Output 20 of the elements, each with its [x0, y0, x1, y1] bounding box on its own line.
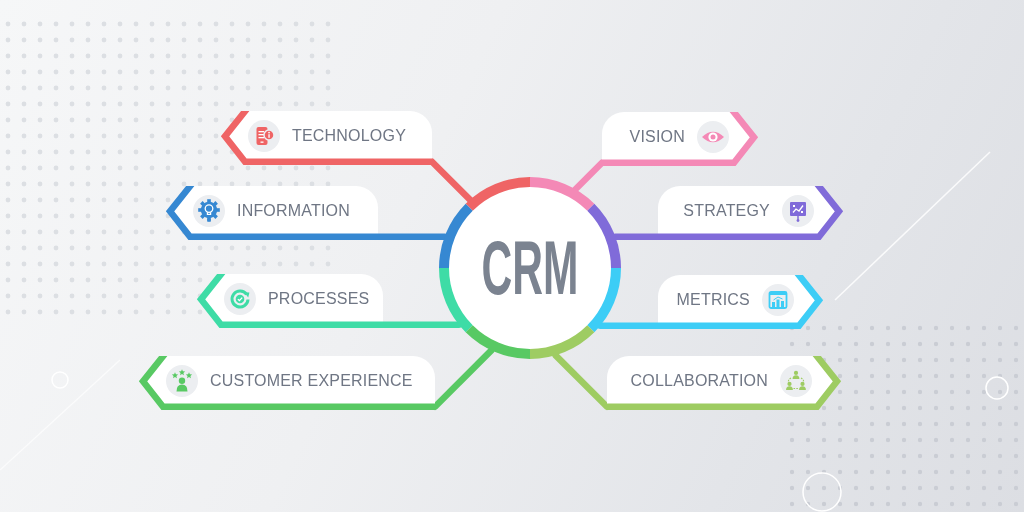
category-label: INFORMATION: [237, 202, 350, 221]
label-tab: [219, 111, 432, 165]
category-label: STRATEGY: [683, 202, 770, 221]
hub-title: CRM: [481, 230, 579, 306]
label-tab: [607, 356, 843, 410]
label-tab: [164, 186, 378, 240]
hub-circle: [439, 177, 621, 359]
category-label: PROCESSES: [268, 290, 370, 309]
label-tab: [658, 275, 825, 329]
category-label: METRICS: [676, 291, 750, 310]
label-tab: [602, 112, 760, 166]
label-tab: [137, 356, 435, 410]
label-tab: [195, 274, 383, 328]
category-label: TECHNOLOGY: [292, 127, 406, 146]
connector-line: [572, 159, 606, 193]
label-tab: [658, 186, 845, 240]
category-label: CUSTOMER EXPERIENCE: [210, 372, 413, 391]
connector-line: [428, 158, 474, 203]
category-label: VISION: [629, 128, 685, 147]
category-label: COLLABORATION: [630, 372, 768, 391]
